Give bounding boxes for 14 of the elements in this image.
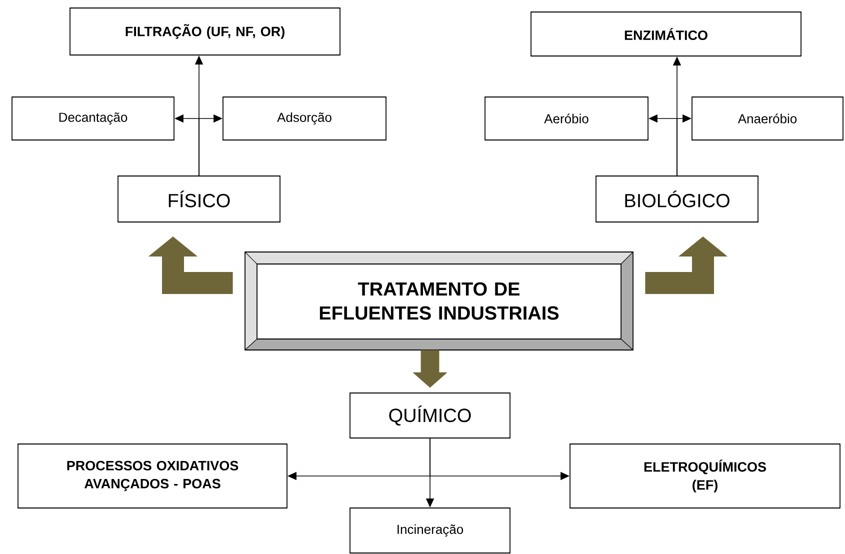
category-box: FÍSICO [118, 176, 280, 222]
process-box: Incineração [350, 508, 510, 554]
method-box: PROCESSOS OXIDATIVOS AVANÇADOS - POAS [18, 444, 288, 508]
method-box: ELETROQUÍMICOS (EF) [570, 444, 840, 508]
block-arrow [412, 350, 448, 388]
process-box: Adsorção [222, 96, 386, 140]
process-box: Decantação [12, 96, 174, 140]
title-box: TRATAMENTO DE EFLUENTES INDUSTRIAIS [244, 252, 634, 350]
category-box: QUÍMICO [350, 392, 510, 438]
method-box: ENZIMÁTICO [530, 12, 802, 56]
process-box: Anaeróbio [692, 96, 844, 140]
method-box: FILTRAÇÃO (UF, NF, OR) [70, 8, 340, 56]
process-box: Aeróbio [484, 96, 648, 140]
category-box: BIOLÓGICO [596, 176, 758, 222]
